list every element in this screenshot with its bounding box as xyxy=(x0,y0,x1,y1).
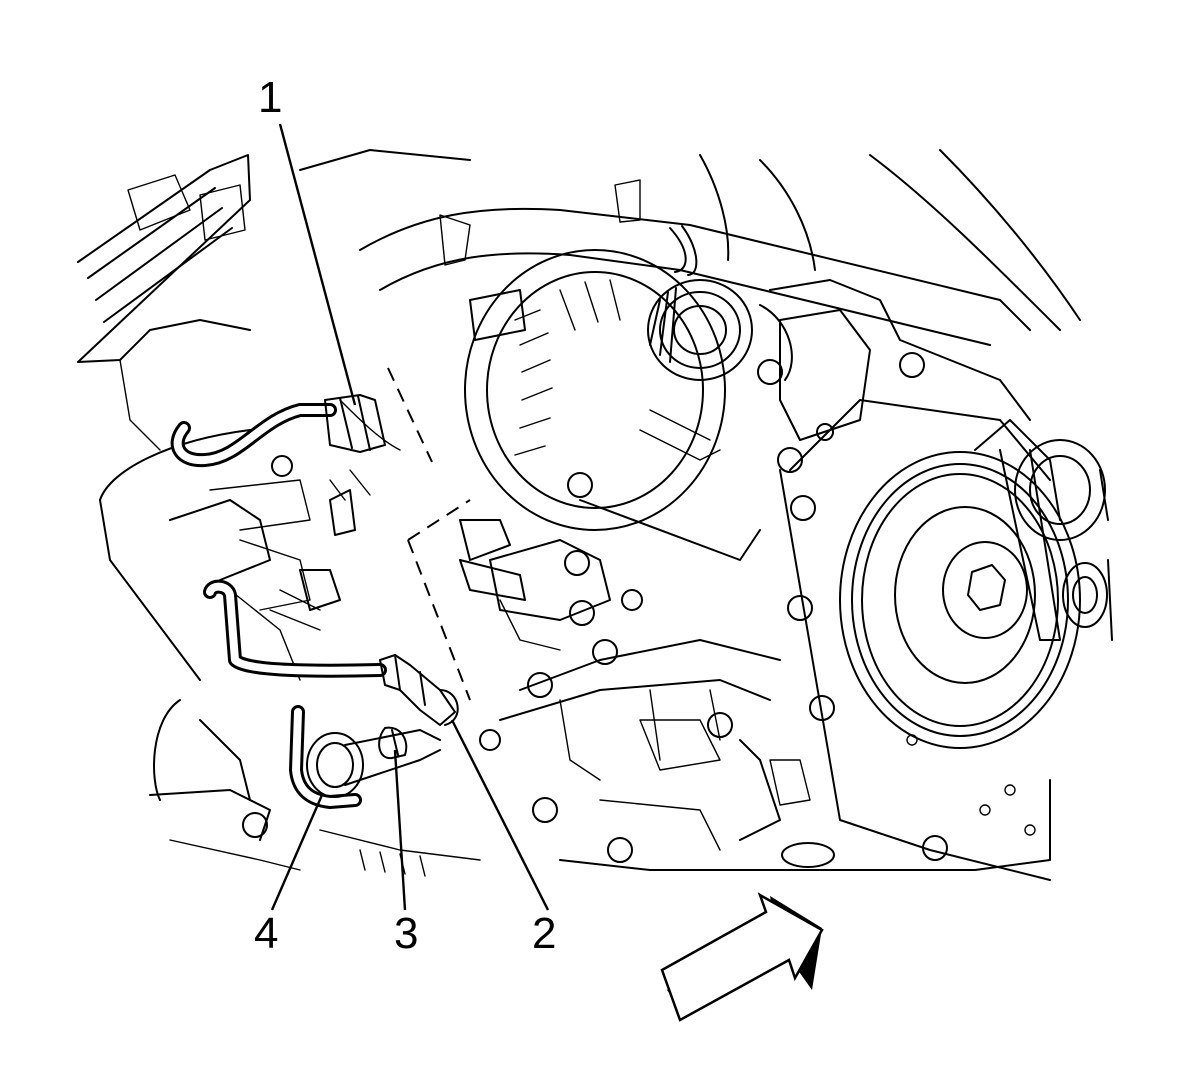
radiator-support xyxy=(77,154,251,451)
callout-2: 2 xyxy=(532,909,557,958)
alignment-guides xyxy=(387,367,471,701)
vehicle-front-arrow-icon xyxy=(660,892,824,1022)
alternator xyxy=(464,249,793,561)
callout-3: 3 xyxy=(394,909,419,958)
clamp-3 xyxy=(378,726,408,760)
crankshaft-pulley xyxy=(839,419,1081,749)
callout-1: 1 xyxy=(258,73,283,122)
hose-2 xyxy=(203,579,459,726)
engine-block xyxy=(479,279,1051,881)
callout-4: 4 xyxy=(254,909,279,958)
belt-tensioner xyxy=(999,439,1113,641)
hose-4 xyxy=(289,705,441,809)
callout-leaders xyxy=(270,123,550,911)
upper-tube xyxy=(299,149,1081,346)
lower-engine-components xyxy=(459,519,781,851)
hose-1 xyxy=(170,394,386,468)
left-bracket-assembly xyxy=(99,399,481,877)
